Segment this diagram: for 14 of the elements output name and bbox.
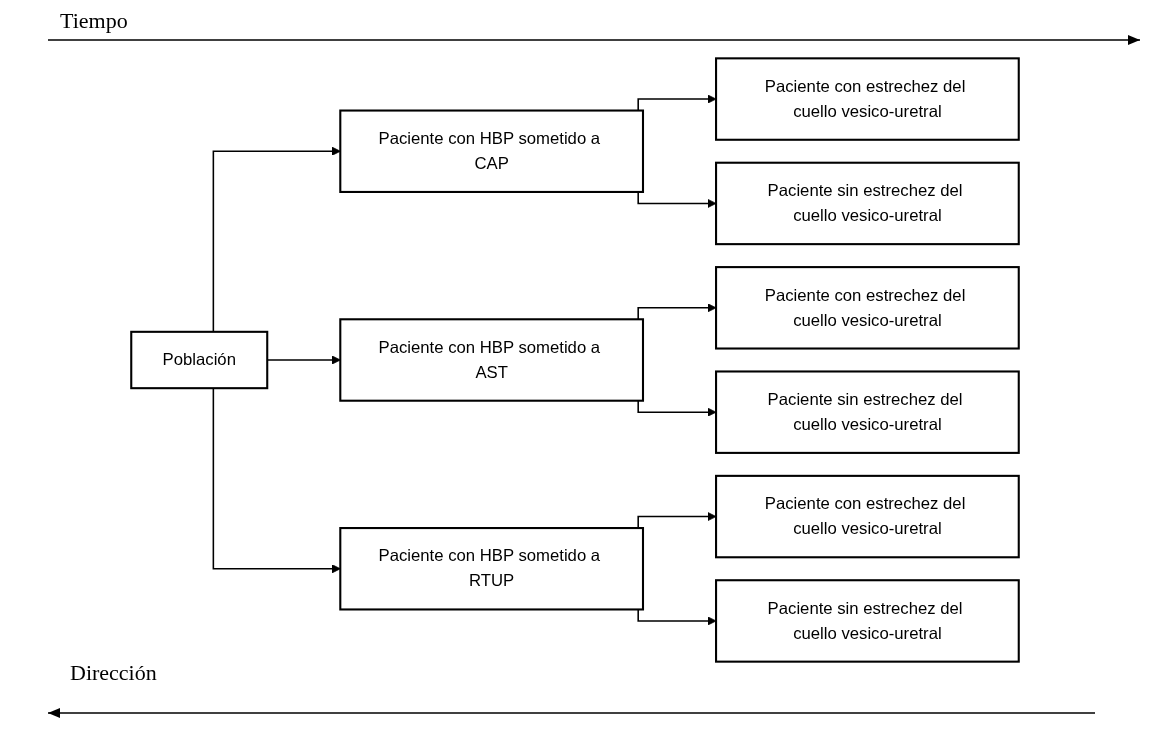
node-box: Paciente con estrechez del cuello vesico-uretral: [715, 266, 1020, 350]
node-box: Paciente sin estrechez del cuello vesico-uretral: [715, 370, 1020, 454]
node-box: Población: [130, 330, 269, 390]
node-box: Paciente sin estrechez del cuello vesico-uretral: [715, 161, 1020, 246]
node-box: Paciente con HBP sometido a AST: [339, 318, 645, 402]
node-box: Paciente con HBP sometido a RTUP: [339, 527, 645, 611]
arrow: [637, 511, 717, 529]
node-box: Paciente sin estrechez del cuello vesico-uretral: [715, 579, 1020, 663]
arrow: [637, 191, 717, 209]
node-box: Paciente con HBP sometido a CAP: [339, 109, 645, 193]
node-box: Paciente con estrechez del cuello vesico-uretral: [715, 474, 1020, 559]
axis-label: Dirección: [70, 660, 157, 686]
node-box: Paciente con estrechez del cuello vesico-uretral: [715, 57, 1020, 141]
axis-label: Tiempo: [60, 8, 128, 34]
